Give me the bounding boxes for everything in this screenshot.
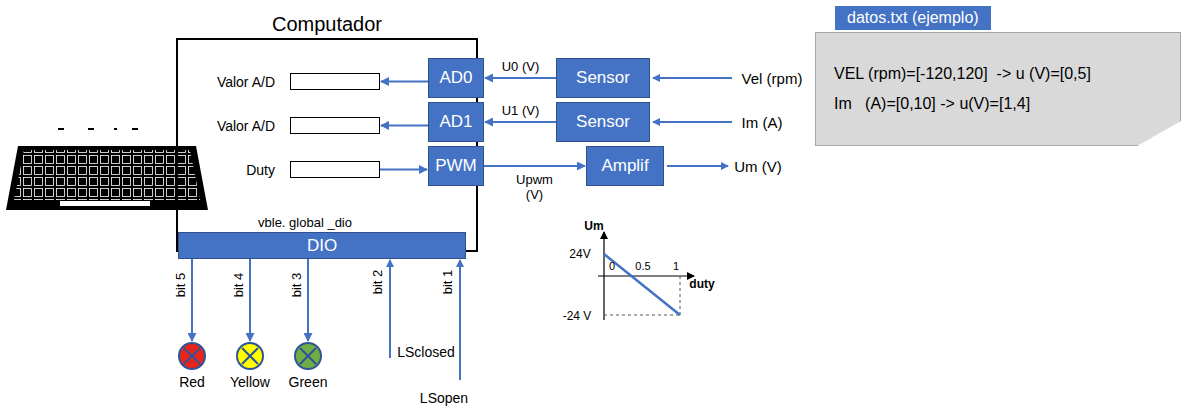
note-tab: datos.txt (ejemplo) — [835, 6, 991, 30]
signal-arrow — [381, 125, 428, 127]
block-label: Sensor — [576, 112, 630, 132]
axis-label: Um — [584, 219, 603, 233]
lamp-red: Red — [178, 342, 206, 370]
lamp-cross — [180, 344, 204, 368]
edge-label: bit 3 — [289, 271, 304, 300]
lamp-cross — [238, 344, 262, 368]
pwm-block: PWM — [428, 146, 484, 186]
bit-label: bit 1 — [440, 270, 455, 295]
switch-name: LSopen — [420, 390, 468, 406]
axis-value: 1 — [673, 260, 679, 272]
lamp-label: Red — [179, 374, 205, 390]
field-label: Duty — [246, 162, 275, 178]
field-label: Valor A/D — [217, 118, 275, 134]
axis-value: 0 — [609, 260, 615, 272]
block-label: Sensor — [576, 68, 630, 88]
axis-value: 0.5 — [635, 260, 650, 272]
lamp-label: Green — [289, 374, 328, 390]
lamp-yellow: Yellow — [236, 342, 264, 370]
note-line: Im (A)=[0,10] -> u(V)=[1,4] — [834, 95, 1030, 113]
duty-field: Duty — [290, 161, 380, 178]
bit-label: bit 2 — [370, 270, 385, 295]
output-signal: Um (V) — [734, 158, 782, 175]
data-file-note: VEL (rpm)=[-120,120] -> u (V)=[0,5] Im (A… — [815, 32, 1181, 146]
signal-arrow — [381, 81, 428, 83]
switch-name: LSclosed — [397, 344, 455, 360]
value-field: Valor A/D — [290, 73, 380, 90]
block-label: AD1 — [439, 112, 472, 132]
edge-label: bit 4 — [231, 271, 246, 300]
lamp-label: Yellow — [230, 374, 270, 390]
dio-band: DIO — [178, 232, 466, 259]
edge-label: U0 (V) — [500, 59, 542, 74]
edge-label: Upwm (V) — [511, 172, 559, 202]
signal-arrow — [191, 259, 193, 341]
block-label: AD0 — [439, 68, 472, 88]
signal-arrow — [380, 169, 427, 171]
block-label: Amplif — [601, 156, 648, 176]
signal-arrow — [485, 77, 556, 79]
sensor-box: Sensor — [556, 58, 650, 98]
axis-value: 24V — [569, 247, 590, 261]
signal-arrow — [485, 121, 556, 123]
signal-arrow — [307, 259, 309, 341]
signal-arrow — [484, 165, 585, 167]
axis-label: duty — [689, 277, 714, 291]
input-signal: Vel (rpm) — [742, 70, 803, 87]
sensor-box: Sensor — [556, 102, 650, 142]
note-line: VEL (rpm)=[-120,120] -> u (V)=[0,5] — [834, 65, 1091, 83]
lamp-cross — [296, 344, 320, 368]
amplifier-box: Amplif — [586, 146, 664, 186]
value-field: Valor A/D — [290, 117, 380, 134]
adc-block: AD1 — [428, 102, 484, 142]
block-label: PWM — [435, 156, 477, 176]
variable-name: vble. global _dio — [258, 215, 352, 230]
edge-label: U1 (V) — [500, 103, 542, 118]
edge-label: bit 5 — [173, 271, 188, 300]
field-label: Valor A/D — [217, 74, 275, 90]
computer-title: Computador — [272, 13, 382, 36]
adc-block: AD0 — [428, 58, 484, 98]
axis-value: -24 V — [563, 309, 592, 323]
input-signal: Im (A) — [742, 114, 783, 131]
block-label: DIO — [307, 236, 337, 256]
lamp-green: Green — [294, 342, 322, 370]
signal-arrow — [249, 259, 251, 341]
